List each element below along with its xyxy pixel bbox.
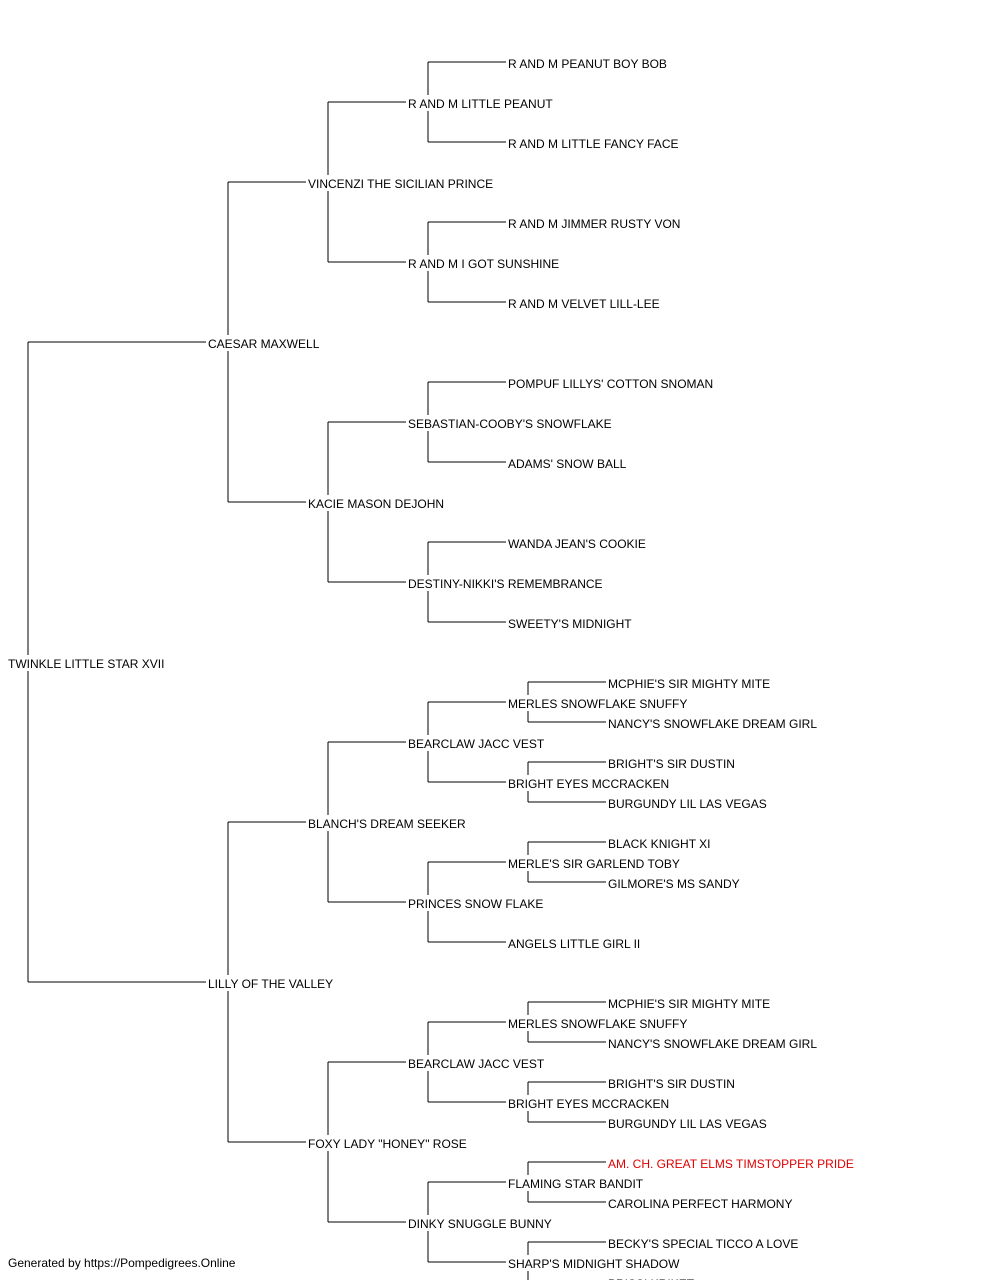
pedigree-name-subject-dam-sire-dam-sire: MERLE'S SIR GARLEND TOBY <box>508 857 680 871</box>
pedigree-name-subject-dam-dam: FOXY LADY "HONEY" ROSE <box>308 1137 467 1151</box>
pedigree-name-subject-dam-sire: BLANCH'S DREAM SEEKER <box>308 817 466 831</box>
pedigree-name-subject: TWINKLE LITTLE STAR XVII <box>8 657 164 671</box>
pedigree-name-subject-sire-sire: VINCENZI THE SICILIAN PRINCE <box>308 177 493 191</box>
pedigree-name-subject-dam-sire-dam-sire-sire: BLACK KNIGHT XI <box>608 837 710 851</box>
pedigree-name-subject-dam-sire-dam: PRINCES SNOW FLAKE <box>408 897 543 911</box>
pedigree-name-subject-sire-dam: KACIE MASON DEJOHN <box>308 497 444 511</box>
pedigree-name-subject-sire-dam-sire: SEBASTIAN-COOBY'S SNOWFLAKE <box>408 417 612 431</box>
pedigree-name-subject-sire: CAESAR MAXWELL <box>208 337 320 351</box>
pedigree-name-subject-dam-dam-sire-dam-sire: BRIGHT'S SIR DUSTIN <box>608 1077 735 1091</box>
pedigree-name-subject-dam-sire-dam-dam: ANGELS LITTLE GIRL II <box>508 937 640 951</box>
pedigree-name-subject-dam-dam-dam: DINKY SNUGGLE BUNNY <box>408 1217 552 1231</box>
pedigree-name-subject-sire-sire-dam: R AND M I GOT SUNSHINE <box>408 257 559 271</box>
pedigree-name-subject-dam-dam-sire-dam: BRIGHT EYES MCCRACKEN <box>508 1097 669 1111</box>
pedigree-name-subject-dam-dam-sire-sire-sire: MCPHIE'S SIR MIGHTY MITE <box>608 997 770 1011</box>
pedigree-name-subject-dam-sire-dam-sire-dam: GILMORE'S MS SANDY <box>608 877 740 891</box>
generated-by-footer: Generated by https://Pompedigrees.Online <box>8 1256 236 1270</box>
pedigree-name-subject-dam-dam-dam-sire: FLAMING STAR BANDIT <box>508 1177 644 1191</box>
pedigree-name-subject-dam-dam-dam-dam: SHARP'S MIDNIGHT SHADOW <box>508 1257 680 1271</box>
pedigree-name-subject-sire-dam-sire-sire: POMPUF LILLYS' COTTON SNOMAN <box>508 377 713 391</box>
pedigree-name-subject-dam-sire-sire-dam-dam: BURGUNDY LIL LAS VEGAS <box>608 797 767 811</box>
pedigree-name-subject-dam-dam-dam-sire-dam: CAROLINA PERFECT HARMONY <box>608 1197 792 1211</box>
pedigree-name-subject-dam-sire-sire-sire-dam: NANCY'S SNOWFLAKE DREAM GIRL <box>608 717 817 731</box>
pedigree-name-subject-dam-dam-dam-dam-dam: PRISSI KRIKET <box>608 1277 695 1280</box>
pedigree-name-subject-sire-sire-sire: R AND M LITTLE PEANUT <box>408 97 553 111</box>
pedigree-name-subject-sire-dam-dam-dam: SWEETY'S MIDNIGHT <box>508 617 632 631</box>
pedigree-name-subject-sire-sire-sire-sire: R AND M PEANUT BOY BOB <box>508 57 667 71</box>
pedigree-name-subject-dam-sire-sire-sire-sire: MCPHIE'S SIR MIGHTY MITE <box>608 677 770 691</box>
pedigree-name-subject-dam-sire-sire-sire: MERLES SNOWFLAKE SNUFFY <box>508 697 687 711</box>
pedigree-name-subject-sire-dam-dam: DESTINY-NIKKI'S REMEMBRANCE <box>408 577 603 591</box>
pedigree-name-subject-sire-sire-dam-sire: R AND M JIMMER RUSTY VON <box>508 217 680 231</box>
pedigree-name-subject-sire-sire-sire-dam: R AND M LITTLE FANCY FACE <box>508 137 678 151</box>
pedigree-name-subject-dam-sire-sire-dam: BRIGHT EYES MCCRACKEN <box>508 777 669 791</box>
pedigree-name-subject-dam: LILLY OF THE VALLEY <box>208 977 333 991</box>
pedigree-name-subject-sire-dam-dam-sire: WANDA JEAN'S COOKIE <box>508 537 646 551</box>
pedigree-name-subject-dam-dam-sire-sire-dam: NANCY'S SNOWFLAKE DREAM GIRL <box>608 1037 817 1051</box>
pedigree-name-subject-sire-dam-sire-dam: ADAMS' SNOW BALL <box>508 457 627 471</box>
pedigree-name-subject-dam-dam-dam-dam-sire: BECKY'S SPECIAL TICCO A LOVE <box>608 1237 798 1251</box>
pedigree-name-subject-dam-sire-sire: BEARCLAW JACC VEST <box>408 737 545 751</box>
pedigree-name-subject-dam-dam-sire-sire: MERLES SNOWFLAKE SNUFFY <box>508 1017 687 1031</box>
pedigree-name-subject-dam-dam-sire-dam-dam: BURGUNDY LIL LAS VEGAS <box>608 1117 767 1131</box>
pedigree-name-subject-dam-sire-sire-dam-sire: BRIGHT'S SIR DUSTIN <box>608 757 735 771</box>
pedigree-name-subject-dam-dam-sire: BEARCLAW JACC VEST <box>408 1057 545 1071</box>
pedigree-name-subject-sire-sire-dam-dam: R AND M VELVET LILL-LEE <box>508 297 660 311</box>
pedigree-name-subject-dam-dam-dam-sire-sire: AM. CH. GREAT ELMS TIMSTOPPER PRIDE <box>608 1157 854 1171</box>
